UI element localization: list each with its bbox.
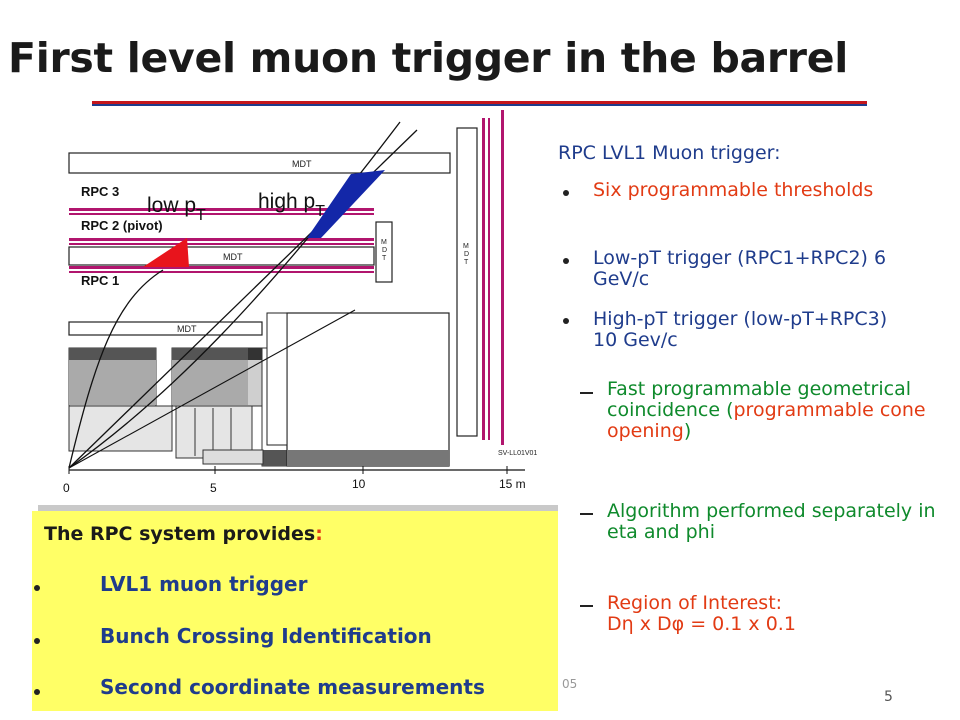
- large-block: [286, 312, 450, 467]
- axis-tick-label: 0: [63, 481, 70, 495]
- footer-fragment: 05: [562, 677, 578, 691]
- rpc3-strip: [69, 208, 374, 211]
- detector-diagram: MDT RPC 3 RPC 2 (pivot) RPC 1 low pT hig…: [63, 110, 537, 495]
- sub-bullet-dash: [580, 392, 593, 394]
- base-steps: [202, 449, 264, 465]
- high-pt-label: high pT: [258, 190, 325, 220]
- mdt-mid-chamber: [68, 246, 375, 266]
- bullet-thresholds: Six programmable thresholds: [593, 179, 874, 201]
- mdt-mid-label: MDT: [223, 252, 243, 262]
- calo-block-mid-top: [172, 348, 262, 360]
- low-pt-cone: [143, 238, 189, 267]
- track-bottom: [68, 309, 356, 469]
- track-low: [68, 269, 164, 469]
- summary-bullet-dot: [34, 638, 40, 644]
- summary-item-second-coordinate: Second coordinate measurements: [100, 675, 485, 699]
- rpc2-label: RPC 2 (pivot): [81, 218, 163, 233]
- title-rule-blue: [92, 104, 867, 106]
- vertical-rpc-3: [501, 110, 504, 445]
- large-block-bottom: [287, 450, 449, 466]
- rpc1-label: RPC 1: [81, 273, 119, 288]
- calo-block-left-top: [69, 348, 156, 360]
- rpc2-strip-inner: [69, 243, 374, 245]
- bullet-dot: [563, 258, 569, 264]
- axis-tick-label: 5: [210, 481, 217, 495]
- summary-bullet-dot: [34, 689, 40, 695]
- rpc1-strip: [69, 266, 374, 269]
- page-number: 5: [884, 689, 893, 705]
- calo-cells: [175, 405, 253, 459]
- sub-bullet-dash: [580, 605, 593, 607]
- bullet-low-pt: Low-pT trigger (RPC1+RPC2) 6 GeV/c: [593, 247, 887, 290]
- bullet-dot: [563, 318, 569, 324]
- sub-bullet-dash: [580, 513, 593, 515]
- mdt-low-label: MDT: [177, 324, 197, 334]
- axis-tick-label: 10: [352, 477, 366, 491]
- summary-box: [32, 511, 558, 711]
- calo-block-left-grey: [69, 360, 156, 405]
- high-pt-cone: [307, 170, 385, 238]
- rpc1-strip-inner: [69, 271, 374, 273]
- mdt-top-label: MDT: [292, 159, 312, 169]
- calo-block-mid-grey: [172, 360, 248, 405]
- summary-bullet-dot: [34, 585, 40, 591]
- rpc3-label: RPC 3: [81, 184, 119, 199]
- axis-tick-label: 15 m: [499, 477, 526, 491]
- mdt-vertical-2: [456, 127, 478, 437]
- vertical-rpc-2: [488, 118, 490, 440]
- title-rule-red: [92, 101, 867, 104]
- mdt-vertical-1: [375, 221, 393, 283]
- inner-block-dark: [262, 450, 287, 466]
- right-panel-heading: RPC LVL1 Muon trigger:: [558, 142, 781, 164]
- mdt-low-chamber: [68, 321, 263, 336]
- vertical-rpc-1: [482, 118, 485, 440]
- summary-item-lvl1: LVL1 muon trigger: [100, 572, 308, 596]
- low-pt-label: low pT: [147, 194, 206, 224]
- bullet-high-pt: High-pT trigger (low-pT+RPC3) 10 Gev/c: [593, 308, 888, 351]
- summary-item-bcid: Bunch Crossing Identification: [100, 624, 432, 648]
- calo-block-mid-dark: [248, 348, 262, 360]
- sub-bullet-algorithm: Algorithm performed separately in eta an…: [607, 500, 936, 543]
- rpc2-strip: [69, 238, 374, 241]
- rpc3-strip-inner: [69, 213, 374, 215]
- sub-bullet-roi: Region of Interest:Dη x Dφ = 0.1 x 0.1: [607, 592, 796, 635]
- diagram-ref: SV-LL01V01: [498, 450, 537, 457]
- bullet-dot: [563, 190, 569, 196]
- mdt-top-chamber: [68, 152, 451, 174]
- large-block-inner: [266, 312, 288, 446]
- slide-title: First level muon trigger in the barrel: [8, 34, 848, 82]
- summary-box-heading: The RPC system provides:: [44, 523, 323, 545]
- sub-bullet-fast-coincidence: Fast programmable geometrical coincidenc…: [607, 378, 926, 442]
- roi-formula: Dη x Dφ = 0.1 x 0.1: [607, 613, 796, 635]
